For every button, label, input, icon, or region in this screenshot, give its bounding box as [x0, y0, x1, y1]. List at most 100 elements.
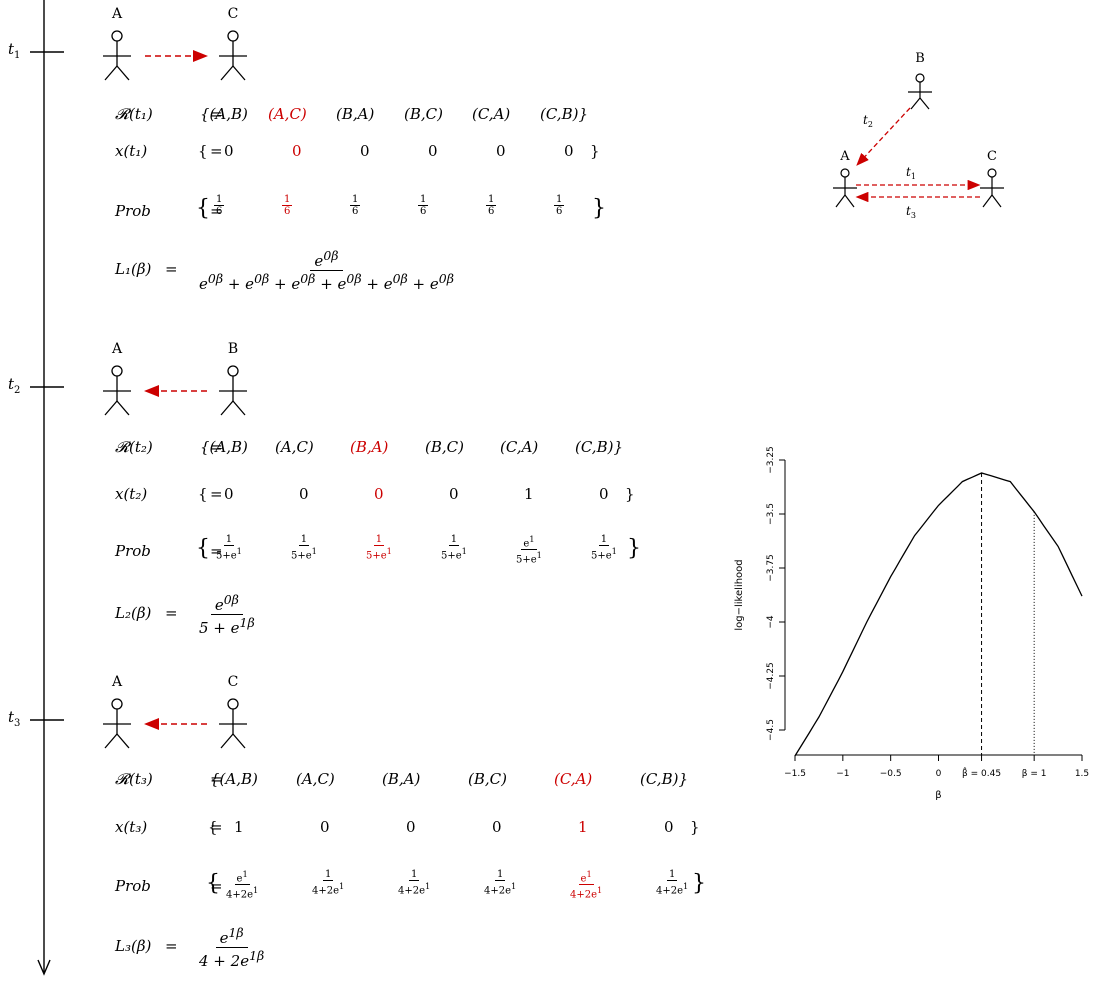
edge-B-A	[856, 107, 911, 166]
x-value: 0	[224, 485, 234, 503]
riskset-item: (C,A)	[554, 770, 593, 788]
actor-label: A	[111, 6, 123, 22]
step-2-actors: A B	[103, 341, 247, 416]
actor-label: B	[228, 341, 238, 357]
likelihood-fraction: e1β 4 + 2e1β	[199, 925, 265, 970]
y-axis-label: log−likelihood	[734, 559, 745, 630]
edge-label-t2: t2	[863, 113, 873, 129]
x-tick-label: −0.5	[880, 769, 902, 779]
riskset-item: (B,A)	[350, 438, 389, 456]
x-value: 0	[664, 818, 674, 836]
timeline-tick-t1: t1	[8, 40, 21, 61]
x-value: 1	[524, 485, 534, 503]
equals-sign: =	[210, 877, 223, 895]
riskset-item: (B,C)	[404, 105, 443, 123]
riskset-item: (C,B)}	[575, 438, 623, 456]
riskset-item: (A,C)	[268, 105, 307, 123]
x-lhs: x(t₂)	[115, 485, 148, 503]
x-value: 0	[564, 142, 574, 160]
actor-label: A	[111, 341, 123, 357]
edge-label-t1: t1	[906, 165, 916, 181]
x-tick-label: 0	[936, 769, 942, 779]
equals-sign: =	[210, 818, 223, 836]
x-value: 0	[599, 485, 609, 503]
equals-sign: =	[165, 937, 178, 955]
equals-sign: =	[165, 260, 178, 278]
riskset-item: (B,A)	[382, 770, 421, 788]
x-value: 0	[492, 818, 502, 836]
x-axis-label: β	[935, 790, 941, 800]
likelihood-lhs: L₃(β)	[115, 937, 152, 955]
riskset-item: (A,C)	[275, 438, 314, 456]
riskset-item: (C,B)}	[640, 770, 688, 788]
equals-sign: =	[165, 604, 178, 622]
y-tick-label: −3.5	[766, 503, 776, 525]
likelihood-lhs: L₁(β)	[115, 260, 152, 278]
timeline	[30, 0, 64, 976]
actor-B-icon	[908, 73, 932, 110]
x-tick-label: −1.5	[784, 769, 806, 779]
likelihood-fraction: e0β e0β + e0β + e0β + e0β + e0β + e0β	[199, 248, 454, 293]
y-tick-label: −4.5	[766, 719, 776, 741]
riskset-item: (B,C)	[468, 770, 507, 788]
riskset-item: (B,A)	[336, 105, 375, 123]
y-tick-label: −3.75	[766, 554, 776, 582]
x-value: 0	[374, 485, 384, 503]
prob-lhs: Prob	[115, 202, 151, 220]
equals-sign: =	[210, 485, 223, 503]
timeline-tick-t3: t3	[8, 708, 21, 729]
equals-sign: =	[210, 542, 223, 560]
node-A-label: A	[839, 149, 850, 164]
actor-label: C	[228, 6, 239, 22]
edge-label-t3: t3	[906, 204, 916, 220]
likelihood-fraction: e0β 5 + e1β	[199, 592, 255, 637]
y-tick-label: −4.25	[766, 662, 776, 690]
riskset-item: (C,A)	[472, 105, 511, 123]
actor-C-icon	[219, 30, 247, 81]
likelihood-lhs: L₂(β)	[115, 604, 152, 622]
x-tick-label: 1.5	[1075, 769, 1089, 779]
x-value: 0	[292, 142, 302, 160]
y-tick-label: −4	[766, 615, 776, 629]
actor-label: A	[111, 674, 123, 690]
x-value: 0	[360, 142, 370, 160]
step-3-actors: A C	[103, 674, 247, 749]
x-value: 0	[406, 818, 416, 836]
x-tick-label: β̂ = 0.45	[962, 766, 1001, 779]
x-value: 0	[428, 142, 438, 160]
riskset-item: {(A,B)	[200, 105, 248, 123]
actor-A-icon	[103, 365, 131, 416]
actor-A-icon	[103, 698, 131, 749]
riskset-item: {(A,B)	[210, 770, 258, 788]
node-B-label: B	[915, 51, 925, 66]
prob-lhs: Prob	[115, 542, 151, 560]
step-1-actors: A C	[103, 6, 247, 81]
network-diagram: B A C t2 t1 t3	[833, 51, 1004, 220]
x-tick-label: β = 1	[1022, 769, 1047, 779]
equals-sign: =	[210, 438, 223, 456]
y-tick-label: −3.25	[766, 446, 776, 474]
timeline-tick-t2: t2	[8, 375, 21, 396]
equals-sign: =	[210, 202, 223, 220]
riskset-item: (C,A)	[500, 438, 539, 456]
actor-C-icon	[980, 168, 1004, 208]
riskset-lhs: 𝓡(t₁)	[115, 105, 153, 123]
x-value: 0	[449, 485, 459, 503]
x-value: 1	[234, 818, 244, 836]
